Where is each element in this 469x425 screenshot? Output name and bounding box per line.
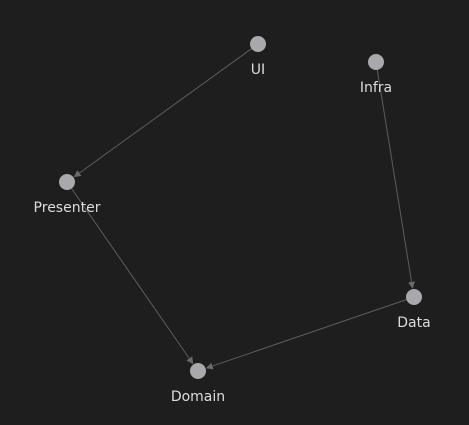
edge-ui-to-presenter [73,48,252,178]
node-dot-data[interactable] [406,289,422,305]
node-label-presenter: Presenter [34,200,101,216]
edge-infra-to-data [376,69,416,289]
node-dot-infra[interactable] [368,54,384,70]
edge-presenter-to-domain [71,188,194,365]
node-infra[interactable]: Infra [360,54,392,96]
node-label-domain: Domain [171,389,225,405]
node-label-ui: UI [251,62,265,78]
node-label-data: Data [397,315,430,331]
node-label-infra: Infra [360,80,392,96]
node-dot-ui[interactable] [250,36,266,52]
node-domain[interactable]: Domain [171,363,225,405]
node-presenter[interactable]: Presenter [34,174,101,216]
node-dot-domain[interactable] [190,363,206,379]
node-dot-presenter[interactable] [59,174,75,190]
node-ui[interactable]: UI [250,36,266,78]
edges-layer [71,48,416,370]
edge-data-to-domain [205,299,407,370]
node-data[interactable]: Data [397,289,431,331]
